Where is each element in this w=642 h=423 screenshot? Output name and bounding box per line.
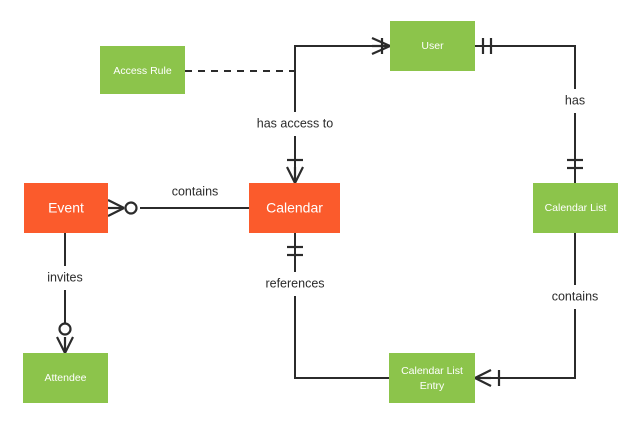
- cardinality-marker-calendar-many: [286, 158, 304, 184]
- edge-path-lower: [294, 296, 389, 379]
- marker-crow-right: [64, 336, 74, 354]
- entity-calendar-list-entry-label-line1: Calendar List: [401, 365, 463, 377]
- entity-calendar-box: [249, 183, 340, 233]
- entity-access-rule-label: Access Rule: [113, 65, 172, 77]
- entity-user-label: User: [421, 40, 444, 52]
- entity-calendar[interactable]: Calendar: [249, 183, 340, 233]
- marker-crow-upper: [371, 36, 391, 48]
- relationship-label-contains-entry: contains: [552, 289, 599, 303]
- marker-crow-left: [56, 336, 66, 354]
- entity-calendar-label: Calendar: [266, 200, 323, 216]
- relationship-label-invites: invites: [47, 270, 82, 284]
- relationship-label-contains-event: contains: [172, 184, 219, 198]
- entity-calendar-list[interactable]: Calendar List: [533, 183, 618, 233]
- entity-calendar-list-box: [533, 183, 618, 233]
- entity-attendee-box: [23, 353, 108, 403]
- entity-calendar-list-entry-label-line2: Entry: [420, 380, 445, 392]
- cardinality-marker-calendar-list-one: [567, 158, 583, 170]
- entity-calendar-list-entry-box: [389, 353, 475, 403]
- relationship-label-references: references: [265, 276, 324, 290]
- entity-calendar-list-entry[interactable]: Calendar List Entry: [389, 353, 475, 403]
- marker-crow-lower: [474, 377, 492, 387]
- entity-calendar-list-label: Calendar List: [545, 202, 607, 214]
- edge-path-upper: [294, 45, 390, 112]
- entity-access-rule[interactable]: Access Rule: [100, 46, 185, 94]
- edge-calendar-references-entry[interactable]: [287, 233, 389, 379]
- marker-circle: [124, 201, 138, 215]
- edge-user-has-calendar-list[interactable]: [475, 38, 583, 183]
- marker-crow-upper: [474, 369, 492, 379]
- entity-user[interactable]: User: [390, 21, 475, 71]
- edge-calendar-contains-event[interactable]: [107, 199, 249, 217]
- entity-event-label: Event: [48, 200, 84, 216]
- edge-calendar-list-contains-entry[interactable]: [474, 233, 576, 387]
- edge-user-has-access-to-calendar[interactable]: [286, 36, 391, 184]
- marker-crow-lower: [107, 207, 125, 217]
- relationship-label-has-access-to: has access to: [257, 116, 333, 130]
- cardinality-marker-user-many: [371, 36, 391, 56]
- marker-circle: [58, 322, 72, 336]
- marker-crow-upper: [107, 199, 125, 209]
- cardinality-marker-user-one: [481, 38, 493, 54]
- entity-user-box: [390, 21, 475, 71]
- cardinality-marker-entry-many: [474, 369, 501, 387]
- edge-path-lower: [475, 309, 576, 379]
- marker-crow-lower: [371, 44, 391, 56]
- edge-event-invites-attendee[interactable]: [56, 233, 74, 354]
- entity-event[interactable]: Event: [24, 183, 108, 233]
- entity-attendee[interactable]: Attendee: [23, 353, 108, 403]
- edge-path-upper: [475, 45, 576, 89]
- cardinality-marker-attendee-zero-or-many: [56, 322, 74, 354]
- cardinality-marker-event-zero-or-many: [107, 199, 138, 217]
- cardinality-marker-calendar-one: [287, 245, 303, 257]
- relationship-label-has: has: [565, 93, 585, 107]
- entity-access-rule-box: [100, 46, 185, 94]
- entity-event-box: [24, 183, 108, 233]
- marker-crow-left: [286, 166, 296, 184]
- entity-attendee-label: Attendee: [44, 372, 86, 384]
- marker-crow-right: [294, 166, 304, 184]
